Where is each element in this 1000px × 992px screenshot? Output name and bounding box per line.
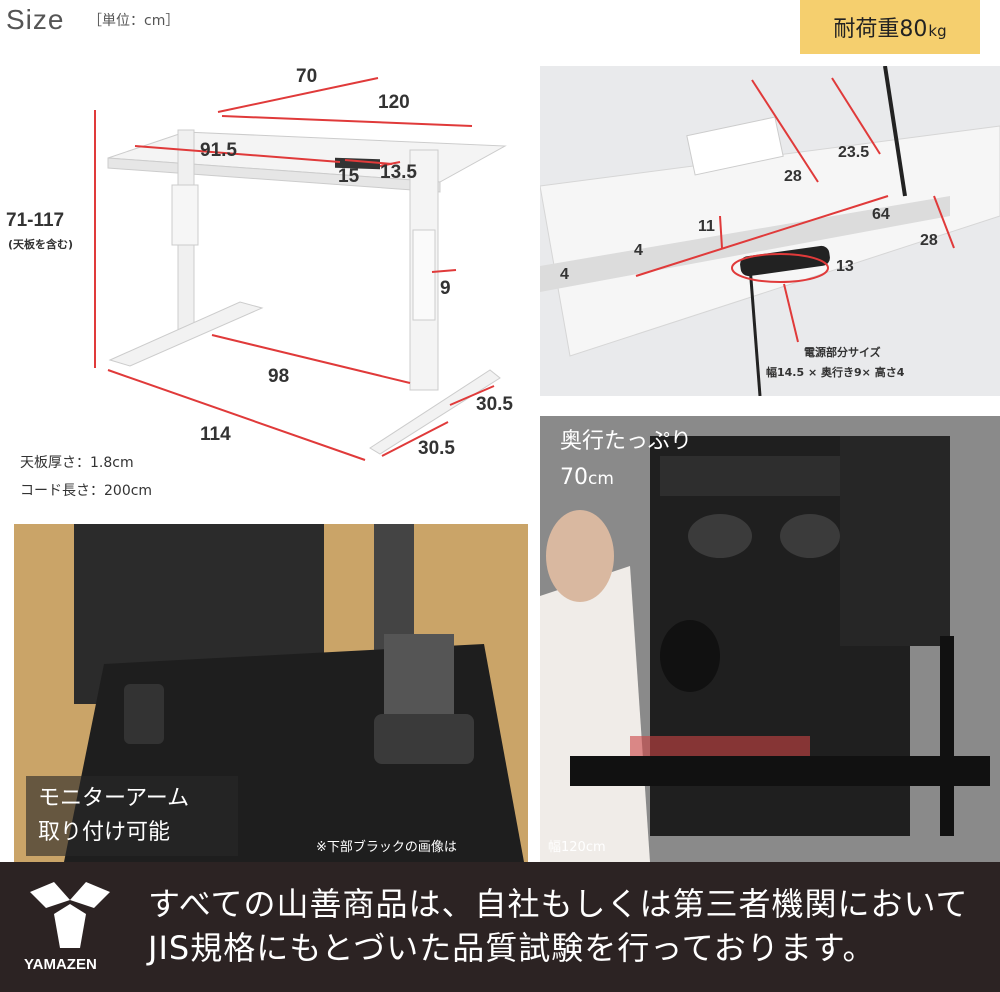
- power-label: 電源部分サイズ: [804, 346, 881, 359]
- dim-foot-b: 30.5: [418, 438, 455, 459]
- dim-leg: 9: [440, 278, 451, 299]
- dim-foot-a: 30.5: [476, 394, 513, 415]
- yamazen-logo-icon: [30, 882, 110, 948]
- power-dims: 幅14.5 × 奥行き9× 高さ4: [766, 366, 905, 379]
- brand-name: YAMAZEN: [24, 956, 97, 973]
- dim-overall: 114: [200, 424, 231, 445]
- monitor-arm-note: ※下部ブラックの画像は: [316, 840, 457, 855]
- room-width-note: 幅120cm: [548, 840, 606, 855]
- room-depth-value: 70: [560, 465, 588, 490]
- desk-diagram: [94, 77, 507, 461]
- footer-line2: JIS規格にもとづいた品質試験を行っております。: [148, 929, 876, 967]
- room-label-line2: 70cm: [560, 460, 692, 497]
- room-depth-unit: cm: [588, 469, 614, 489]
- footer-message: すべての山善商品は、自社もしくは第三者機関において JIS規格にもとづいた品質試…: [148, 882, 988, 970]
- dim-13: 13: [836, 258, 854, 275]
- dim-28a: 28: [784, 168, 802, 185]
- spec-thickness: 天板厚さ：1.8cm: [20, 455, 134, 471]
- load-unit: kg: [928, 22, 947, 40]
- monitor-arm-label-line2: 取り付け可能: [38, 820, 171, 845]
- dim-inner: 98: [268, 366, 290, 387]
- monitor-arm-label: モニターアーム 取り付け可能: [26, 776, 238, 856]
- load-label: 耐荷重80: [833, 17, 928, 42]
- dim-width-top: 120: [378, 92, 410, 113]
- dim-height-note: (天板を含む): [8, 238, 74, 251]
- spec-cord: コード長さ：200cm: [20, 483, 153, 499]
- size-title: Size: [6, 4, 65, 35]
- dim-11: 11: [698, 218, 715, 235]
- dim-panel-offset: 91.5: [200, 140, 237, 161]
- room-label-line1: 奥行たっぷり: [560, 429, 693, 454]
- dim-23-5: 23.5: [838, 144, 870, 161]
- dim-64: 64: [872, 206, 890, 223]
- dim-height: 71-117: [6, 210, 65, 231]
- dim-4a: 4: [634, 242, 643, 259]
- footer-line1: すべての山善商品は、自社もしくは第三者機関において: [148, 885, 969, 923]
- monitor-arm-photo: [14, 524, 528, 862]
- size-unit: ［単位：cm］: [88, 13, 180, 29]
- room-label: 奥行たっぷり 70cm: [560, 424, 692, 497]
- dim-depth: 70: [296, 66, 318, 87]
- monitor-arm-label-line1: モニターアーム: [38, 786, 190, 811]
- gaming-room-photo: [540, 416, 1000, 862]
- dim-4b: 4: [560, 266, 569, 283]
- footer-bar: [0, 862, 1000, 992]
- dim-panel-w: 15: [338, 166, 360, 187]
- underside-photo: [540, 66, 1000, 396]
- dim-panel-d: 13.5: [380, 162, 417, 183]
- dim-28b: 28: [920, 232, 938, 249]
